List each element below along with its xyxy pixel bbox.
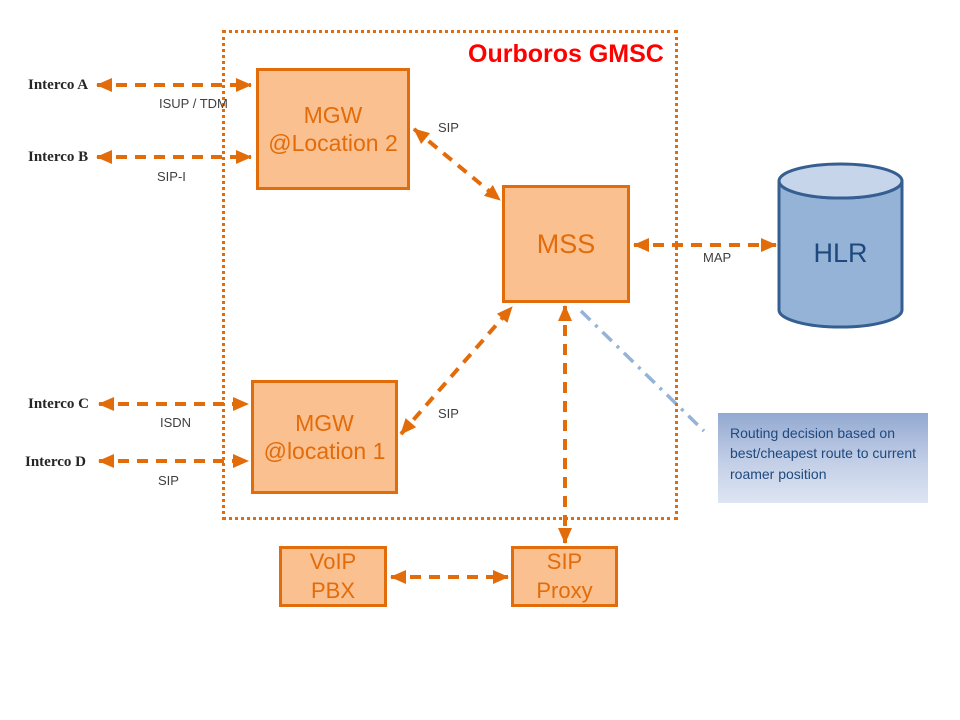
interco-d-label: Interco D — [25, 454, 86, 470]
voip-pbx-line2: PBX — [310, 577, 356, 603]
sip-proxy-line2: Proxy — [536, 577, 593, 603]
interco-c-label: Interco C — [28, 396, 89, 412]
hlr-cylinder — [777, 162, 904, 329]
mgw-location1-box: MGW @location 1 — [251, 380, 398, 494]
protocol-label-sip: SIP — [158, 473, 179, 488]
mgw-location2-box: MGW @Location 2 — [256, 68, 410, 190]
gmsc-boundary — [222, 30, 678, 520]
protocol-label-isup-tdm: ISUP / TDM — [159, 96, 228, 111]
hlr-label: HLR — [813, 238, 868, 268]
routing-note: Routing decision based on best/cheapest … — [718, 413, 928, 503]
protocol-label-isdn: ISDN — [160, 415, 192, 430]
mgw-location2-line1: MGW — [303, 101, 363, 128]
interco-a-label: Interco A — [28, 77, 89, 93]
mgw-location2-line2: @Location 2 — [268, 130, 398, 156]
mss-label: MSS — [536, 228, 596, 259]
gmsc-title: Ourboros GMSC — [468, 40, 664, 68]
sip-proxy-line1: SIP — [546, 548, 583, 574]
interco-b-label: Interco B — [28, 149, 89, 165]
sip-proxy-box: SIP Proxy — [511, 546, 618, 607]
link-label-mss-hlr-map: MAP — [703, 250, 732, 265]
voip-pbx-line1: VoIP — [309, 548, 357, 574]
mgw1-mss-arrow — [399, 305, 514, 436]
protocol-label-sip-i: SIP-I — [157, 169, 186, 184]
link-label-mgw2-mss-sip: SIP — [438, 120, 459, 135]
mss-box: MSS — [502, 185, 630, 303]
voip-pbx-box: VoIP PBX — [279, 546, 387, 607]
mgw-location1-line1: MGW — [295, 409, 354, 436]
mgw-location1-line2: @location 1 — [263, 438, 386, 464]
link-label-mgw1-mss-sip: SIP — [438, 406, 459, 421]
